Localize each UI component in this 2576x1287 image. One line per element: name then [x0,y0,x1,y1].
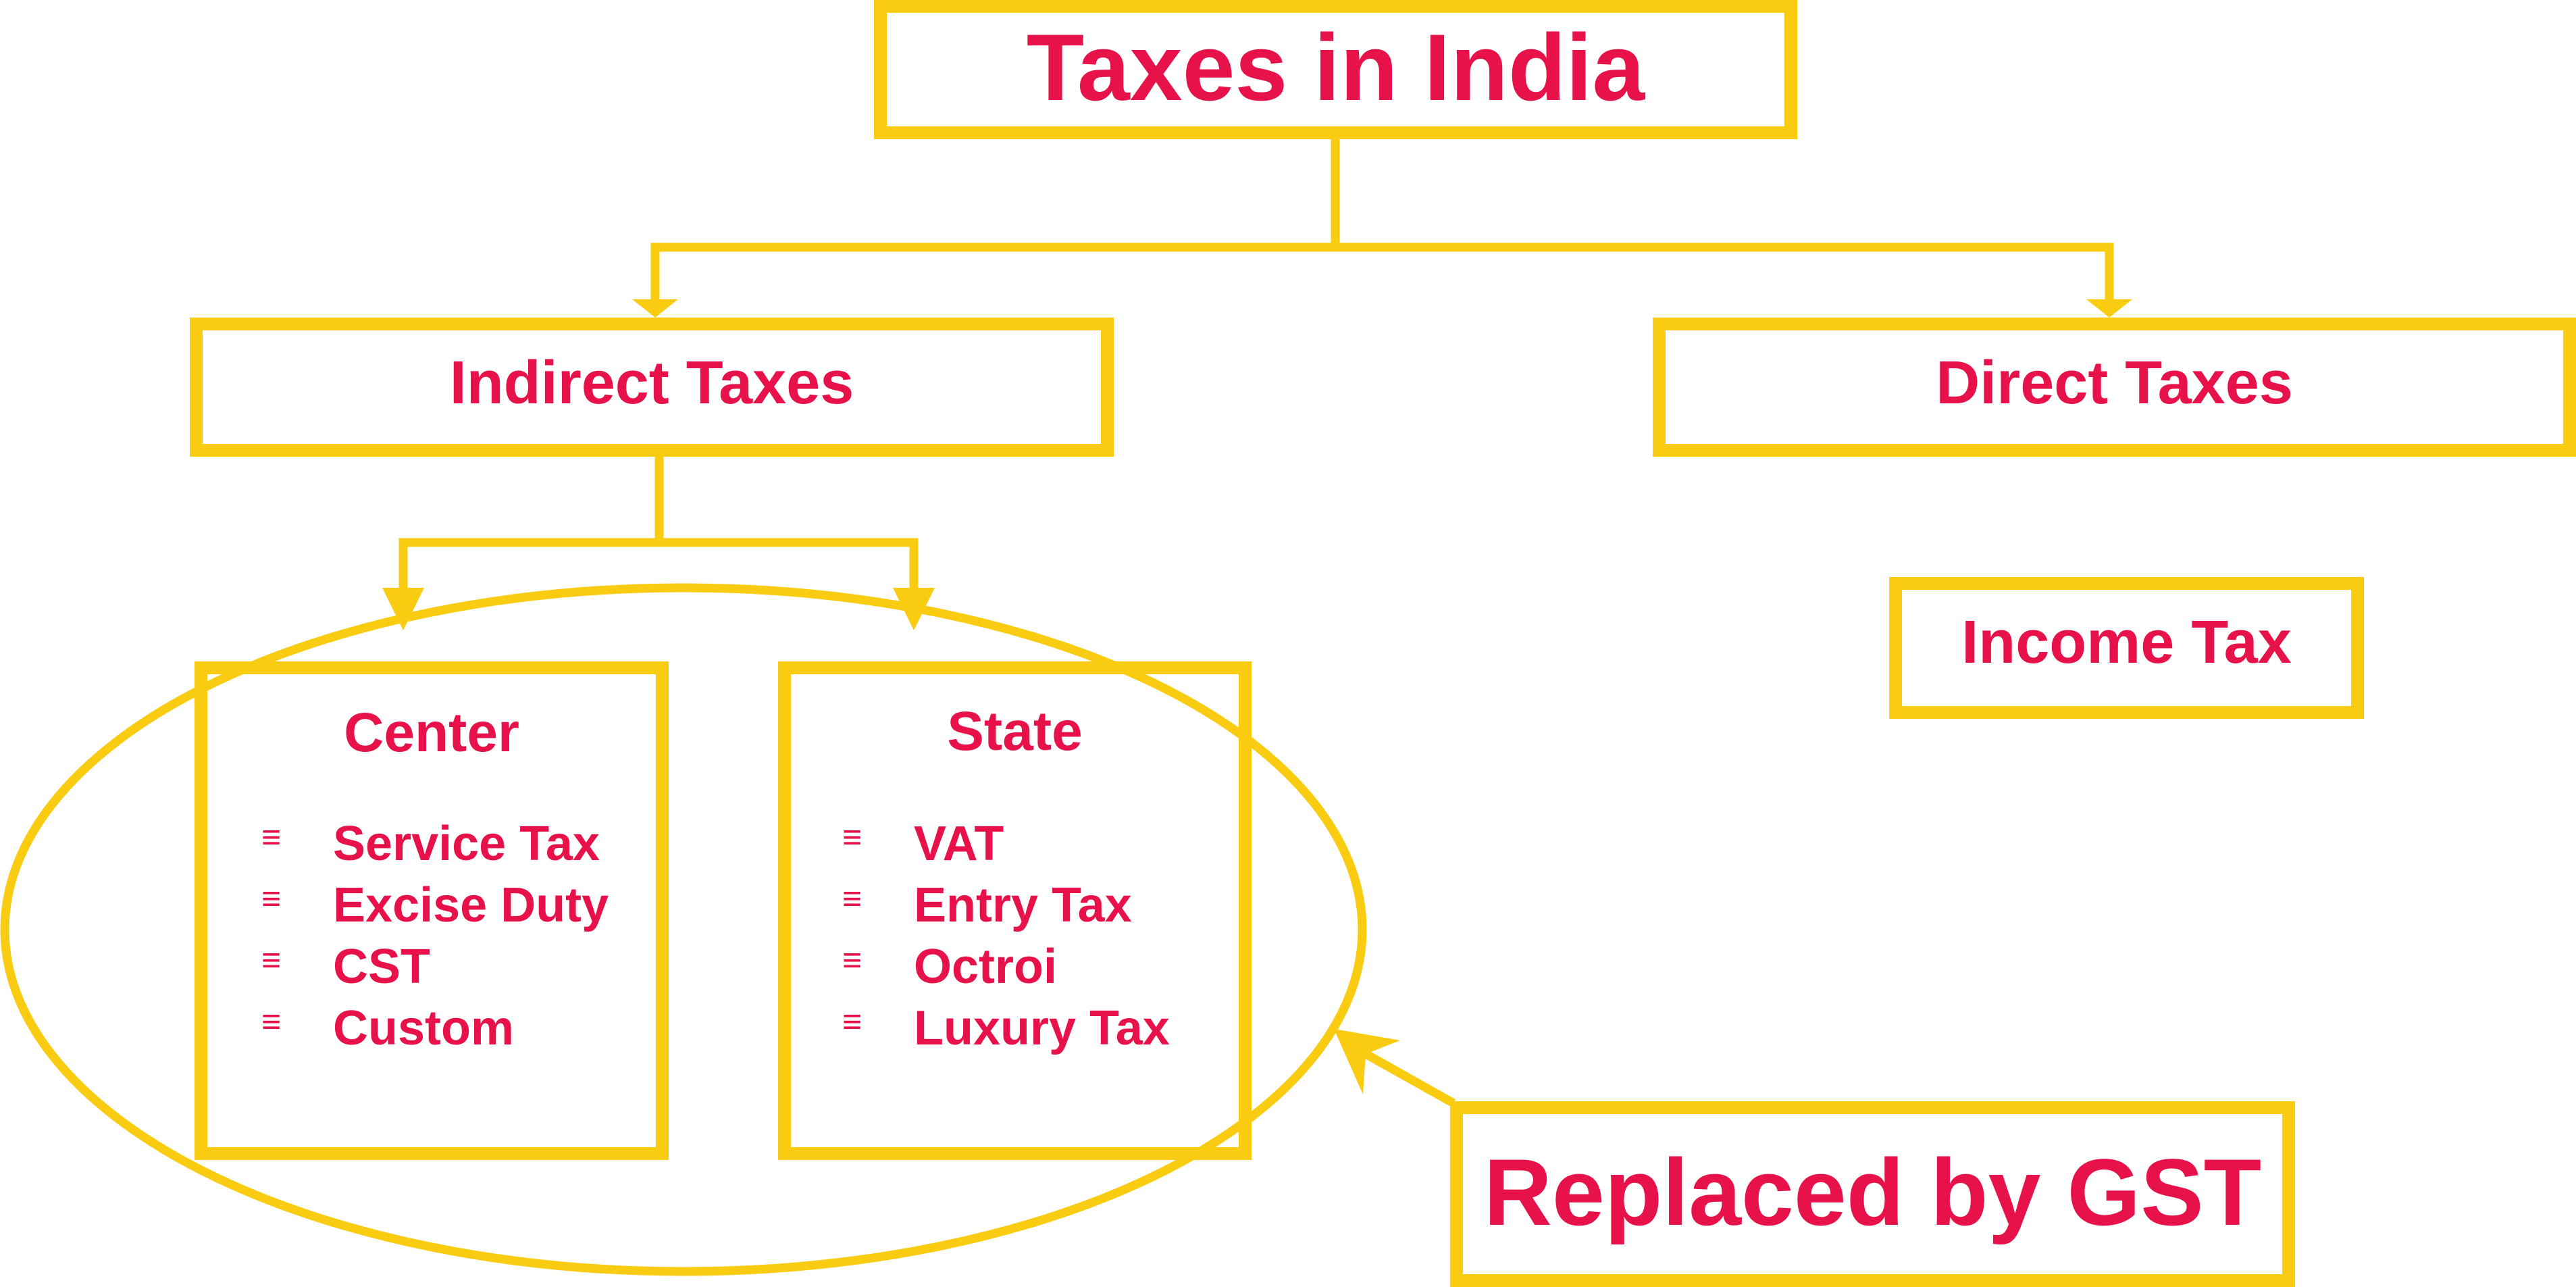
gst-pointer-line [1363,1050,1456,1107]
list-item: ≡Luxury Tax [842,1001,1170,1055]
arrowhead-center [382,588,424,630]
center-box: Center ≡Service Tax ≡Excise Duty ≡CST ≡C… [195,661,669,1160]
list-item: ≡Octroi [842,939,1058,994]
arrowhead-direct [2086,299,2132,318]
list-bullet-icon: ≡ [261,817,282,856]
arrowhead-indirect [632,299,678,318]
gst-label: Replaced by GST [1483,1138,2262,1245]
page-title: Taxes in India [1026,14,1645,120]
list-bullet-icon: ≡ [842,940,862,979]
gst-scope-ellipse [0,583,1367,1276]
list-bullet-icon: ≡ [842,879,862,917]
list-bullet-icon: ≡ [261,940,282,979]
indirect-taxes-label: Indirect Taxes [449,349,854,417]
state-tax-list: ≡VAT ≡Entry Tax ≡Octroi ≡Luxury Tax [842,813,1170,1059]
indirect-taxes-box: Indirect Taxes [190,318,1114,457]
list-bullet-icon: ≡ [261,1002,282,1040]
list-item: ≡Custom [261,1001,514,1055]
title-box: Taxes in India [874,0,1797,139]
list-bullet-icon: ≡ [842,1002,862,1040]
state-box: State ≡VAT ≡Entry Tax ≡Octroi ≡Luxury Ta… [778,661,1252,1160]
direct-taxes-box: Direct Taxes [1653,318,2576,457]
connector-title-branch [650,243,2114,299]
gst-pointer-arrowhead [1334,1029,1400,1094]
list-item: ≡VAT [842,816,1004,871]
list-item: ≡CST [261,939,430,994]
direct-taxes-label: Direct Taxes [1936,349,2293,417]
income-tax-label: Income Tax [1961,608,2292,676]
center-tax-list: ≡Service Tax ≡Excise Duty ≡CST ≡Custom [261,813,609,1059]
list-bullet-icon: ≡ [261,879,282,917]
list-item: ≡Service Tax [261,816,600,871]
income-tax-box: Income Tax [1889,577,2364,719]
gst-box: Replaced by GST [1450,1101,2295,1287]
list-item: ≡Excise Duty [261,878,609,932]
list-bullet-icon: ≡ [842,817,862,856]
list-item: ≡Entry Tax [842,878,1132,932]
connector-indirect-branch [398,538,919,588]
center-heading: Center [344,702,519,763]
state-heading: State [947,701,1083,762]
